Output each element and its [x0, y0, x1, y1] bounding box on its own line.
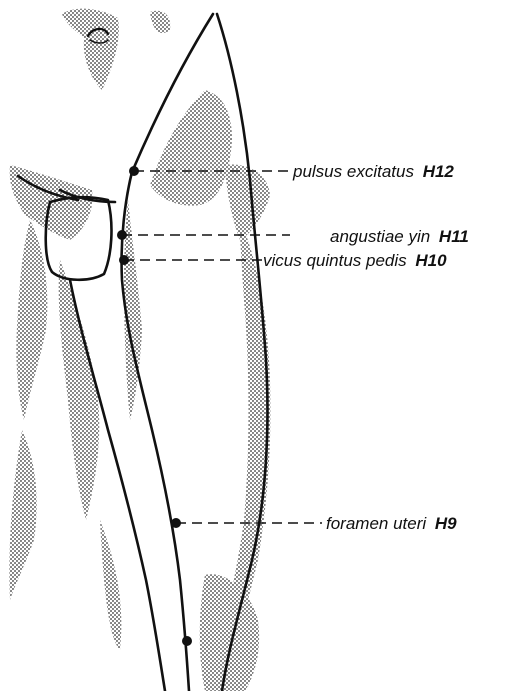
point-h9-dot: [171, 518, 181, 528]
stipple-shading: [9, 9, 270, 691]
label-h10-code: H10: [415, 251, 447, 270]
point-extra-dot: [182, 636, 192, 646]
label-h12: pulsus excitatus H12: [292, 162, 454, 181]
label-h10-name: vicus quintus pedis: [263, 251, 407, 270]
label-h9-name: foramen uteri: [326, 514, 427, 533]
point-h11-dot: [117, 230, 127, 240]
label-h9: foramen uteri H9: [326, 514, 457, 533]
label-h11: angustiae yin H11: [330, 227, 469, 246]
label-h12-code: H12: [423, 162, 455, 181]
label-h9-code: H9: [435, 514, 457, 533]
label-h12-name: pulsus excitatus: [292, 162, 414, 181]
label-h11-code: H11: [439, 227, 469, 246]
point-h12-dot: [129, 166, 139, 176]
label-h10: vicus quintus pedis H10: [263, 251, 447, 270]
label-h11-name: angustiae yin: [330, 227, 430, 246]
point-h10-dot: [119, 255, 129, 265]
leader-lines: [122, 171, 322, 523]
